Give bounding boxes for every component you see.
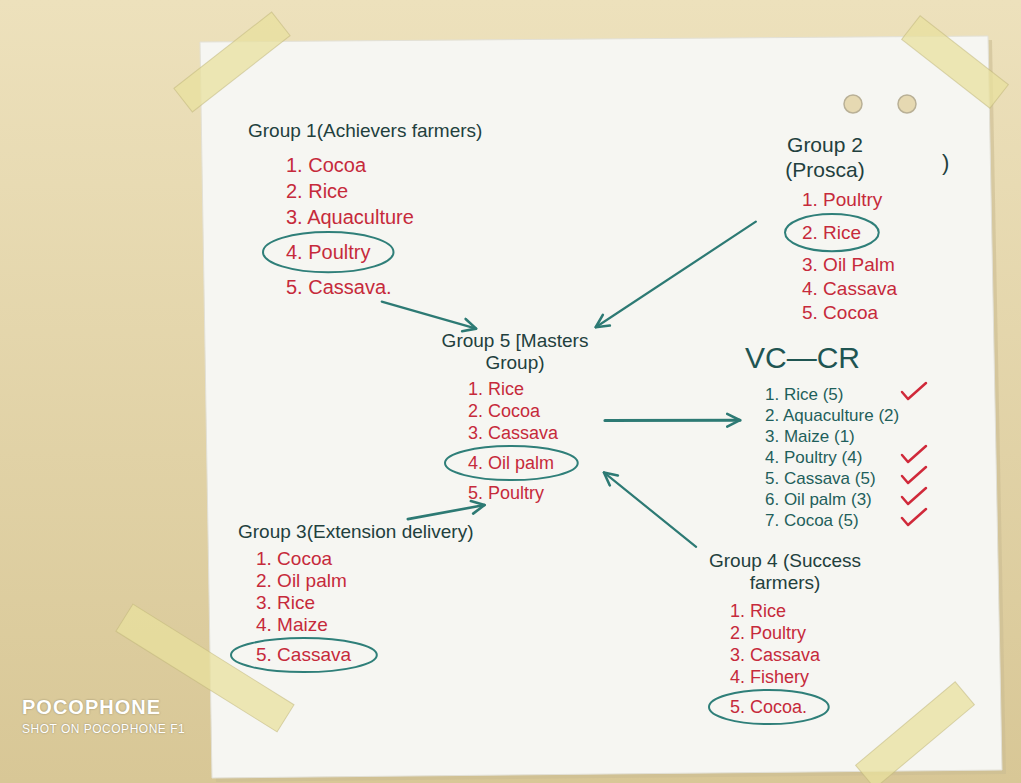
hand-circle — [785, 214, 879, 251]
check-marks — [902, 383, 926, 525]
connector-arrow — [605, 419, 740, 422]
crop-item: 2. Cocoa — [468, 400, 540, 422]
crop-item: 2. Rice — [802, 221, 861, 245]
crop-item: 5. Poultry — [468, 482, 544, 504]
crop-item: 3. Maize (1) — [765, 426, 855, 447]
crop-item: 6. Oil palm (3) — [765, 489, 872, 510]
crop-item: 4. Maize — [256, 614, 328, 636]
circled-item: 5. Cocoa. — [707, 688, 831, 726]
crop-item: 2. Aquaculture (2) — [765, 405, 899, 426]
tape-strip — [174, 12, 290, 112]
crop-item: 3. Rice — [256, 592, 315, 614]
check-mark — [902, 467, 926, 483]
circled-item: 5. Cassava — [229, 636, 379, 674]
crop-item: 7. Cocoa (5) — [765, 510, 859, 531]
crop-item: 3. Cassava — [730, 644, 820, 666]
punch-hole — [844, 95, 862, 113]
group-heading: Group 1(Achievers farmers) — [248, 118, 482, 144]
circled-item: 4. Oil palm — [443, 444, 580, 482]
crop-item: 3. Oil Palm — [802, 253, 895, 277]
crop-item: 2. Oil palm — [256, 570, 347, 592]
crop-item: 4. Oil palm — [468, 452, 554, 474]
crop-item: 1. Rice — [468, 378, 524, 400]
crop-item: 4. Fishery — [730, 666, 809, 688]
check-mark — [902, 383, 926, 399]
check-mark — [902, 509, 926, 525]
hand-circle — [709, 690, 829, 724]
crop-item: 5. Cocoa. — [730, 696, 807, 718]
crop-item: 4. Poultry — [286, 239, 370, 265]
group-heading: Group 3(Extension delivery) — [238, 520, 474, 544]
tape-strip — [856, 682, 975, 783]
group-list: Group 1(Achievers farmers) 1. Cocoa2. Ric… — [248, 118, 482, 300]
group-heading: Group 4 (Success farmers) — [700, 550, 870, 594]
crop-item: 4. Poultry (4) — [765, 447, 862, 468]
hand-circle — [263, 232, 394, 272]
check-mark — [902, 488, 926, 504]
crop-item: 2. Poultry — [730, 622, 806, 644]
stray-mark: ) — [942, 150, 949, 176]
flip-chart-paper — [200, 36, 1002, 778]
crop-item: 5. Cocoa — [802, 301, 878, 325]
camera-watermark: SHOT ON POCOPHONE F1 — [22, 722, 185, 736]
crop-item: 3. Cassava — [468, 422, 558, 444]
hand-circle — [445, 446, 578, 480]
crop-item: 4. Cassava — [802, 277, 897, 301]
group-list: Group 3(Extension delivery) 1. Cocoa2. Oi… — [238, 520, 474, 674]
circled-item: 4. Poultry — [261, 230, 396, 274]
crop-item: 1. Rice — [730, 600, 786, 622]
crop-item: 5. Cassava. — [286, 274, 392, 300]
tape-strip — [174, 12, 290, 112]
crop-item: 1. Poultry — [802, 188, 882, 212]
connector-arrow — [408, 505, 485, 519]
crop-item: 1. Cocoa — [286, 152, 366, 178]
crop-item: 1. Rice (5) — [765, 384, 843, 405]
crop-item: 5. Cassava (5) — [765, 468, 876, 489]
hand-circle — [231, 638, 377, 672]
group-heading: Group 5 [Masters Group) — [430, 330, 600, 374]
result-list: VC—CR 1. Rice (5)2. Aquaculture (2)3. Mai… — [745, 340, 899, 531]
connector-arrow — [604, 472, 696, 546]
camera-watermark: POCOPHONE — [22, 696, 161, 719]
check-mark — [902, 446, 926, 462]
connector-arrow — [382, 302, 476, 329]
tape-strip — [856, 682, 975, 783]
tape-strip — [902, 16, 1009, 109]
punch-hole — [898, 95, 916, 113]
crop-item: 2. Rice — [286, 178, 348, 204]
circled-item: 2. Rice — [783, 212, 881, 253]
crop-item: 3. Aquaculture — [286, 204, 414, 230]
crop-item: 1. Cocoa — [256, 548, 332, 570]
group-list: Group 5 [Masters Group) 1. Rice2. Cocoa3.… — [430, 330, 600, 504]
crop-item: 5. Cassava — [256, 644, 351, 666]
group-list: Group 2 (Prosca) 1. Poultry 3. Oil Palm4. … — [760, 132, 897, 325]
connector-arrow — [596, 222, 756, 328]
tape-strip — [902, 16, 1009, 109]
group-list: Group 4 (Success farmers) 1. Rice2. Poult… — [700, 550, 870, 726]
group-heading: Group 2 (Prosca) — [760, 132, 890, 182]
group-heading: VC—CR — [745, 340, 860, 376]
